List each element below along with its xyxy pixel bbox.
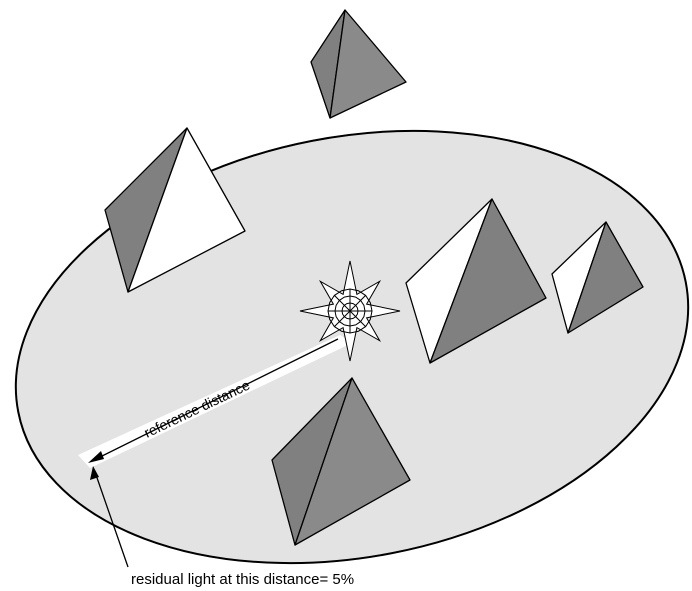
pyramid-center-right <box>405 198 547 364</box>
light-source-icon <box>299 260 401 362</box>
light-source-spoke <box>334 310 351 327</box>
light-source-spoke <box>349 310 366 327</box>
pyramid-upper-left <box>104 127 246 293</box>
pyramid-bottom <box>271 377 411 546</box>
reference-distance-arrow <box>88 338 339 463</box>
light-source-spoke <box>349 295 366 312</box>
pyramid-top <box>310 9 407 119</box>
light-source-spoke <box>334 295 351 312</box>
residual-light-leader <box>90 466 129 568</box>
light-beam <box>78 335 352 468</box>
residual-light-label: residual light at this distance= 5% <box>131 571 354 588</box>
pyramid-far-right <box>551 221 644 334</box>
